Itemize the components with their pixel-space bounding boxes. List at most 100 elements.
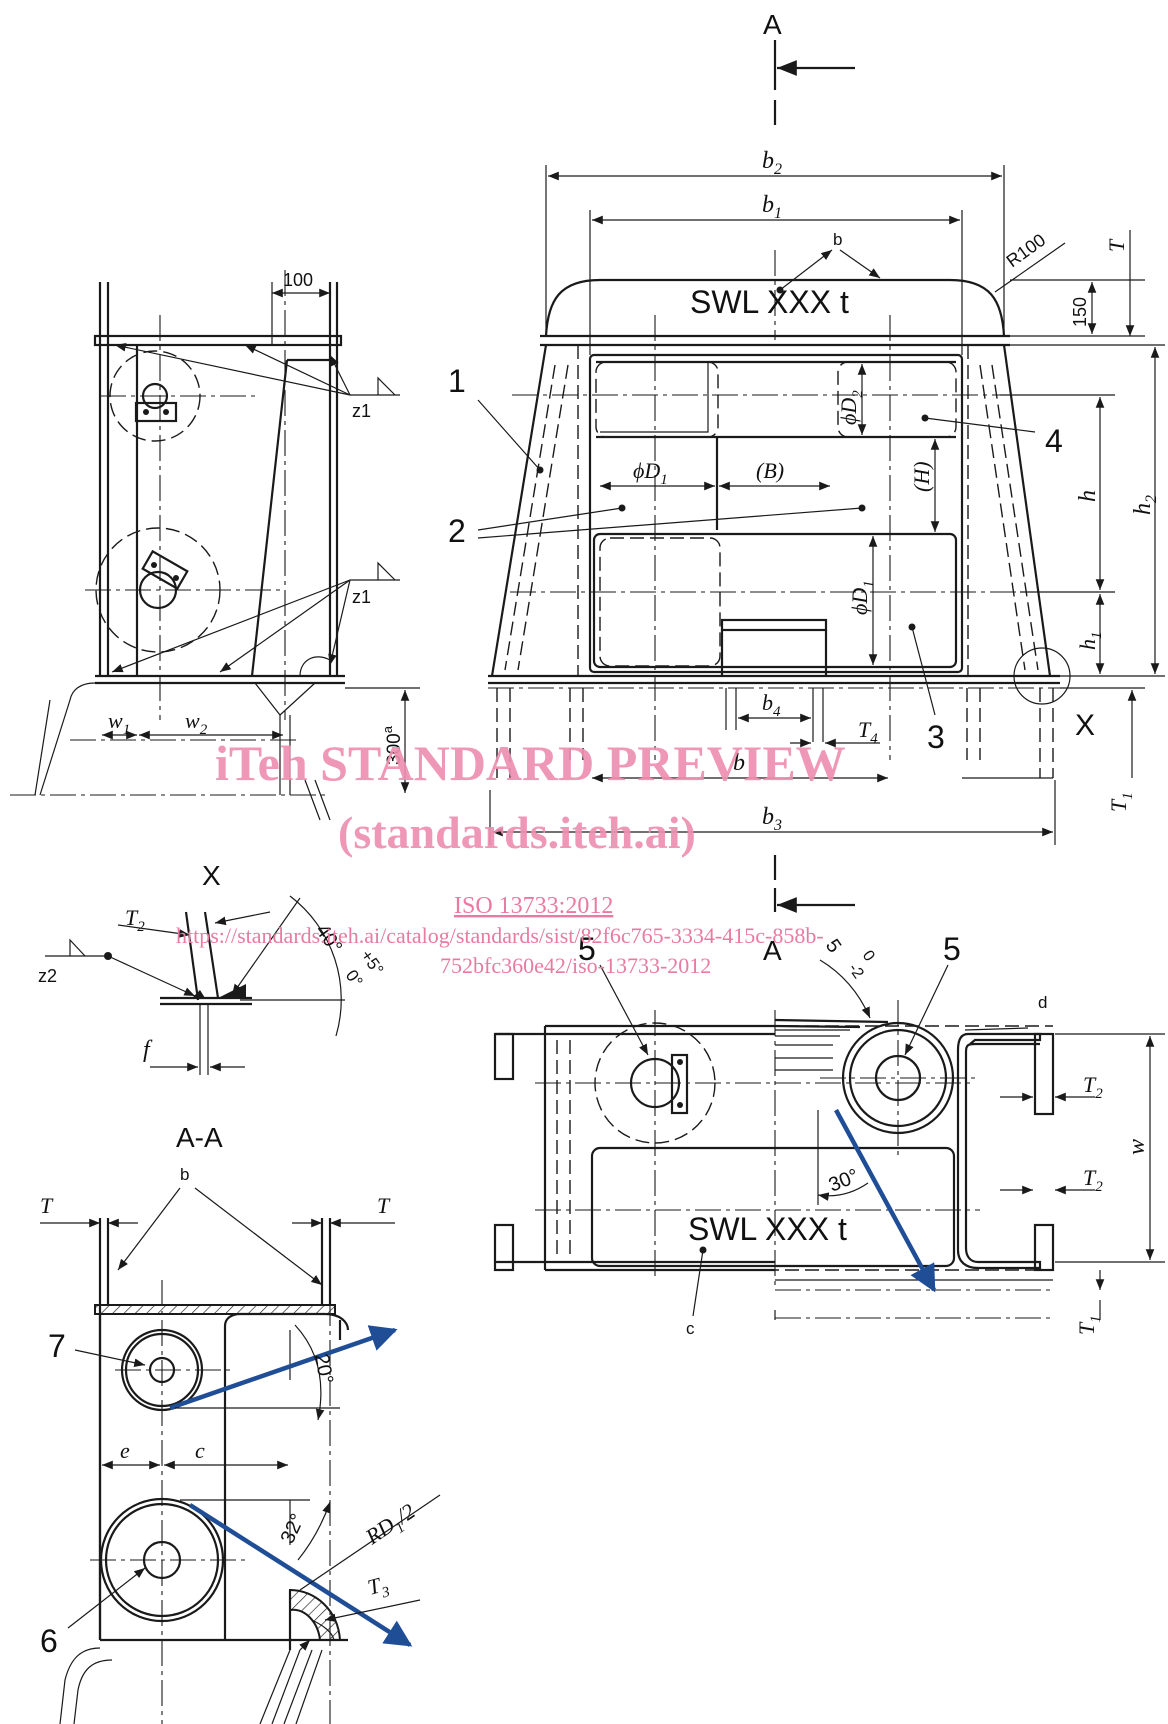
dim-w1-sub: 1 [123, 722, 131, 738]
dim-b1: b [762, 192, 774, 218]
dim-300: 300 [384, 733, 405, 765]
section-a-bottom-label: A [763, 935, 782, 966]
section-mark-bottom: A [763, 855, 855, 966]
dim-w1: w [108, 708, 123, 733]
r100-label: R100 [1003, 230, 1050, 271]
dim-t3-sub: 3 [379, 1584, 391, 1602]
dim-t1-bottom: T [1074, 1321, 1099, 1335]
dim-d1-vertical-sub: 1 [861, 580, 877, 588]
svg-text:T1: T1 [1074, 1315, 1104, 1335]
dim-c: c [195, 1438, 205, 1463]
svg-text:b2: b2 [762, 148, 782, 178]
dim-b1-sub: 1 [774, 205, 782, 222]
dim-t2-x-sub: 2 [137, 919, 145, 935]
part-1-label: 1 [448, 363, 466, 399]
dim-300-note: a [380, 725, 395, 733]
swl-top-text: SWL XXX t [690, 284, 849, 320]
watermark-line2: (standards.iteh.ai) [338, 807, 696, 858]
side-view [10, 270, 345, 821]
svg-text:w2: w2 [185, 708, 208, 738]
section-aa-title: A-A [176, 1122, 223, 1153]
dim-t2-b-sub: 2 [1095, 1179, 1103, 1195]
svg-text:b4: b4 [762, 690, 781, 720]
svg-text:h2: h2 [1130, 495, 1160, 515]
dim-h2-sub: 2 [1143, 495, 1160, 503]
front-view [488, 250, 1080, 779]
dim-t1-bottom-sub: 1 [1088, 1315, 1104, 1323]
dim-b4: b [762, 690, 773, 715]
weld-z1-top: z1 [352, 401, 371, 421]
dim-b2: b [762, 148, 774, 174]
note-d: d [1038, 993, 1047, 1012]
dim-h2: h [1130, 503, 1156, 515]
watermark-line4: https://standards.iteh.ai/catalog/standa… [176, 923, 824, 948]
part-5b-label: 5 [943, 931, 961, 967]
dim-100: 100 [283, 270, 313, 290]
section-a-top-label: A [763, 9, 782, 40]
dim-d1-horizontal-sub: 1 [660, 472, 668, 488]
weld-z1-bottom: z1 [352, 587, 371, 607]
part-2-label: 2 [448, 513, 466, 549]
dim-d2: ϕD [836, 398, 861, 425]
angle-5-tol-zero: 0 [859, 948, 878, 965]
svg-text:w1: w1 [108, 708, 130, 738]
note-b-aa: b [180, 1165, 189, 1184]
dim-t4: T [858, 717, 872, 742]
angle-32: 32° [277, 1510, 310, 1547]
dim-t2-x: T [125, 905, 139, 930]
svg-text:h1: h1 [1075, 632, 1105, 651]
note-c: c [686, 1319, 695, 1338]
dim-e: e [120, 1438, 130, 1463]
angle-40-tol-zero: 0° [342, 966, 367, 990]
dim-t-top: T [1104, 238, 1129, 252]
dim-h1: h [1075, 639, 1100, 650]
part-3-label: 3 [927, 719, 945, 755]
swl-bottom-text: SWL XXX t [688, 1211, 847, 1247]
watermark: iTeh STANDARD PREVIEW (standards.iteh.ai… [176, 735, 846, 978]
svg-text:T1: T1 [1106, 792, 1136, 812]
watermark-line1: iTeh STANDARD PREVIEW [215, 735, 846, 791]
svg-text:ϕD1: ϕD1 [847, 580, 877, 615]
dim-t2-b: T [1083, 1165, 1097, 1190]
part-7-label: 7 [48, 1328, 66, 1364]
dim-d1-horizontal: ϕD [633, 458, 660, 483]
dim-b-paren: (B) [756, 458, 784, 483]
watermark-line5: 752bfc360e42/iso-13733-2012 [440, 953, 711, 978]
detail-x-mark: X [1075, 709, 1095, 742]
svg-text:T2: T2 [125, 905, 145, 935]
dim-t1-top-sub: 1 [1120, 792, 1136, 800]
svg-text:b1: b1 [762, 192, 782, 222]
dim-w: w [1124, 1139, 1150, 1155]
section-aa-view [59, 1218, 350, 1724]
angle-30: 30° [826, 1165, 862, 1197]
dim-b2-sub: 2 [774, 161, 782, 178]
dim-f: f [143, 1037, 153, 1063]
section-mark-top: A [763, 9, 855, 125]
plan-view [493, 1000, 1055, 1320]
svg-text:ϕD2: ϕD2 [836, 390, 866, 425]
svg-text:300a: 300a [380, 725, 405, 765]
watermark-line3: ISO 13733:2012 [454, 893, 613, 919]
dim-t2-a-sub: 2 [1095, 1086, 1103, 1102]
part-4-label: 4 [1045, 423, 1063, 459]
dim-d2-sub: 2 [850, 390, 866, 398]
detail-x-title: X [202, 860, 221, 891]
svg-text:T2: T2 [1083, 1072, 1103, 1102]
angle-5: 5 [821, 935, 845, 957]
dim-h1-sub: 1 [1089, 632, 1105, 640]
svg-text:T3: T3 [365, 1571, 392, 1605]
svg-text:RD1/2: RD1/2 [360, 1498, 422, 1554]
angle-20: 20° [310, 1352, 337, 1386]
dim-h: h [1075, 490, 1101, 502]
dim-w2-sub: 2 [200, 722, 208, 738]
dim-150: 150 [1070, 297, 1090, 327]
dim-h-paren: (H) [909, 461, 934, 492]
part-6-label: 6 [40, 1623, 58, 1659]
dim-rd1: RD [360, 1512, 399, 1550]
svg-text:ϕD1: ϕD1 [633, 458, 668, 488]
svg-text:T4: T4 [858, 717, 878, 747]
svg-text:T2: T2 [1083, 1165, 1103, 1195]
weld-z2: z2 [38, 966, 57, 986]
dim-b3-sub: 3 [773, 817, 782, 834]
